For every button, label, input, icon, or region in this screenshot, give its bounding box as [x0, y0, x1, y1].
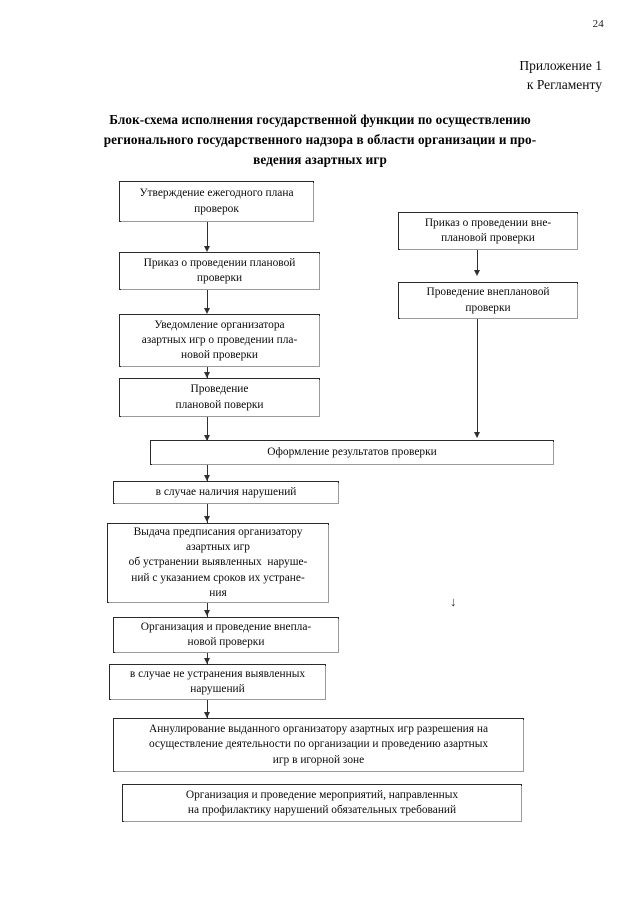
- flow-box-violations-found-line-1: в случае наличия нарушений: [155, 485, 297, 498]
- flow-box-annual-plan-approval: Утверждение ежегодного плана проверок: [119, 181, 314, 222]
- arrowhead-notification-to-execution: [203, 372, 210, 378]
- appendix-reference: Приложение 1 к Регламенту: [519, 56, 602, 94]
- page-title-line-3: ведения азартных игр: [253, 152, 387, 168]
- connector-results-to-violations: [207, 465, 208, 481]
- flow-box-scheduled-inspection-execution: Проведение плановой поверки: [119, 378, 320, 417]
- flow-box-scheduled-inspection-order-line-2: проверки: [196, 272, 243, 284]
- flow-box-violations-not-remedied-line-1: в случае не устранения выявленных: [129, 667, 306, 680]
- flow-box-unscheduled-inspection-execution-line-1: Проведение внеплановой: [426, 286, 550, 299]
- connector-violations-to-order-issuance: [207, 504, 208, 523]
- flow-box-order-issuance-line-4: ний с указанием сроков их устране-: [131, 571, 305, 584]
- flow-box-scheduled-inspection-order-line-1: Приказ о проведении плановой: [143, 256, 296, 269]
- connector-plan-to-order: [207, 222, 208, 250]
- page-number: 24: [592, 18, 604, 30]
- flow-box-results-documentation: Оформление результатов проверки: [150, 440, 554, 465]
- arrowhead-order-issuance-to-unscheduled-org: [203, 610, 210, 616]
- flow-box-violations-found: в случае наличия нарушений: [113, 481, 339, 504]
- arrowhead-unscheduled-order-to-execution: [473, 270, 480, 276]
- flow-box-results-documentation-line-1: Оформление результатов проверки: [267, 445, 437, 458]
- arrowhead-order-to-notification: [203, 308, 210, 314]
- flow-box-unscheduled-inspection-order-line-1: Приказ о проведении вне-: [424, 216, 552, 229]
- flow-box-unscheduled-inspection-order-line-2: плановой проверки: [441, 232, 535, 244]
- flow-box-unscheduled-inspection-organization: Организация и проведение внепла- новой п…: [113, 617, 339, 653]
- flow-box-annual-plan-approval-line-2: проверок: [194, 202, 239, 215]
- page-title-line-2: регионального государственного надзора в…: [103, 132, 537, 148]
- connector-unscheduled-order-to-execution: [477, 250, 478, 274]
- flow-box-order-issuance-line-2: азартных игр: [186, 541, 250, 554]
- flow-box-annual-plan-approval-line-1: Утверждение ежегодного плана: [139, 187, 294, 200]
- appendix-line-2: к Регламенту: [526, 77, 602, 93]
- flow-box-organizer-notification: Уведомление организатора азартных игр о …: [119, 314, 320, 367]
- flow-box-order-issuance: Выдача предписания организатору азартных…: [107, 523, 329, 603]
- flow-box-unscheduled-inspection-organization-line-1: Организация и проведение внепла-: [140, 620, 312, 633]
- connector-execution-to-results: [207, 417, 208, 441]
- flow-box-prevention-measures-line-2: на профилактику нарушений обязательных т…: [187, 804, 457, 816]
- flow-box-permit-annulment-line-3: игр в игорной зоне: [272, 753, 365, 766]
- flow-box-order-issuance-line-3: об устранении выявленных наруше-: [128, 556, 308, 569]
- flow-box-organizer-notification-line-1: Уведомление организатора: [154, 318, 285, 331]
- page-title-line-1: Блок-схема исполнения государственной фу…: [109, 112, 531, 127]
- flow-box-permit-annulment-line-1: Аннулирование выданного организатору аза…: [148, 723, 489, 736]
- arrowhead-results-to-violations: [203, 475, 210, 481]
- flow-box-prevention-measures: Организация и проведение мероприятий, на…: [122, 784, 522, 822]
- page-title: Блок-схема исполнения государственной фу…: [82, 110, 558, 170]
- flow-box-violations-not-remedied-line-2: нарушений: [190, 683, 245, 695]
- flow-box-order-issuance-line-1: Выдача предписания организатору: [133, 525, 303, 538]
- flow-box-scheduled-inspection-execution-line-1: Проведение: [190, 383, 249, 396]
- flow-box-order-issuance-line-5: ния: [209, 586, 227, 599]
- flow-box-permit-annulment-line-2: осуществление деятельности по организаци…: [148, 738, 489, 751]
- flow-box-organizer-notification-line-3: новой проверки: [181, 349, 258, 362]
- connector-not-remedied-to-annulment: [207, 700, 208, 718]
- appendix-line-1: Приложение 1: [519, 58, 602, 73]
- arrowhead-violations-to-order-issuance: [203, 516, 210, 522]
- flow-box-unscheduled-inspection-execution: Проведение внеплановой проверки: [398, 282, 578, 319]
- arrowhead-plan-to-order: [203, 246, 210, 252]
- stray-down-arrow-icon: ↓: [450, 594, 457, 609]
- flow-box-organizer-notification-line-2: азартных игр о проведении пла-: [141, 333, 298, 346]
- connector-unscheduled-execution-to-results: [477, 319, 478, 437]
- flow-box-permit-annulment: Аннулирование выданного организатору аза…: [113, 718, 524, 772]
- arrowhead-not-remedied-to-annulment: [203, 712, 210, 718]
- arrowhead-unscheduled-execution-to-results: [473, 432, 480, 438]
- flow-box-unscheduled-inspection-execution-line-2: проверки: [465, 301, 511, 314]
- flow-box-prevention-measures-line-1: Организация и проведение мероприятий, на…: [185, 788, 459, 801]
- arrowhead-unscheduled-org-to-not-remedied: [203, 658, 210, 664]
- flow-box-unscheduled-inspection-order: Приказ о проведении вне- плановой провер…: [398, 212, 578, 250]
- flow-box-scheduled-inspection-order: Приказ о проведении плановой проверки: [119, 252, 320, 290]
- flow-box-unscheduled-inspection-organization-line-2: новой проверки: [187, 636, 265, 648]
- flow-box-violations-not-remedied: в случае не устранения выявленных наруше…: [109, 664, 326, 700]
- connector-order-to-notification: [207, 290, 208, 312]
- flow-box-scheduled-inspection-execution-line-2: плановой поверки: [175, 398, 264, 411]
- arrowhead-execution-to-results: [203, 435, 210, 441]
